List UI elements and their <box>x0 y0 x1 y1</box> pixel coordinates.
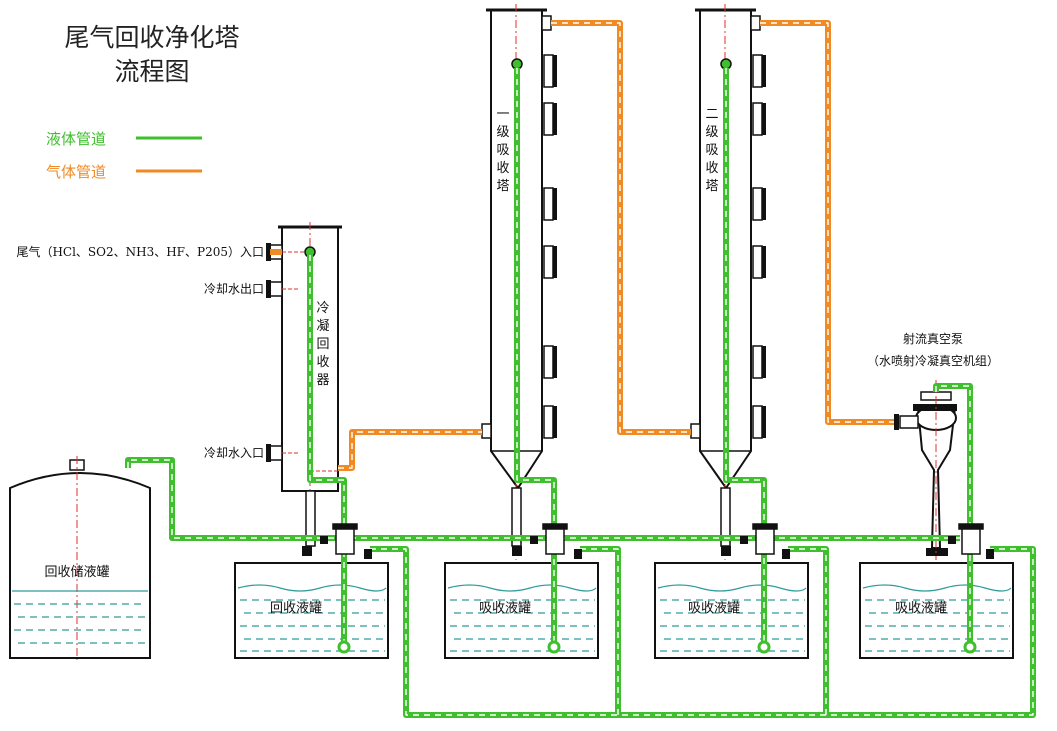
absorption-tank-2: 吸收液罐 <box>654 562 809 659</box>
recovery-liquid-tank: 回收液罐 <box>234 562 389 659</box>
recovery-storage-tank: 回收储液罐 <box>9 456 151 660</box>
tank-abs2-label: 吸收液罐 <box>688 601 740 616</box>
svg-text:回: 回 <box>316 337 329 352</box>
svg-text:凝: 凝 <box>316 318 329 334</box>
svg-text:吸: 吸 <box>705 143 718 158</box>
legend-gas-label: 气体管道 <box>46 163 106 181</box>
jet-vacuum-pump <box>894 380 957 560</box>
circulation-pumps <box>332 523 984 555</box>
svg-text:器: 器 <box>316 373 329 388</box>
pipe-valves <box>302 536 994 559</box>
gas-pipe-network <box>270 20 894 471</box>
svg-text:收: 收 <box>705 161 718 176</box>
tower2-vertical-label: 二 级 吸 收 塔 <box>705 107 718 194</box>
tank-recovery-label: 回收液罐 <box>270 601 322 616</box>
pump-label-line1: 射流真空泵 <box>903 331 963 346</box>
condenser-vertical-label: 冷 凝 回 收 器 <box>316 301 329 388</box>
svg-text:级: 级 <box>496 125 509 140</box>
tank-abs3-label: 吸收液罐 <box>895 601 947 616</box>
svg-text:塔: 塔 <box>496 179 509 194</box>
inlet-label: 尾气（HCl、SO2、NH3、HF、P205）入口 <box>16 244 264 259</box>
storage-tank-label: 回收储液罐 <box>44 565 109 580</box>
pump-label-line2: （水喷射冷凝真空机组） <box>867 353 999 368</box>
title-line2: 流程图 <box>114 57 189 86</box>
cooling-water-in-label: 冷却水入口 <box>204 446 264 460</box>
legend-liquid-label: 液体管道 <box>46 130 106 148</box>
svg-text:收: 收 <box>496 161 509 176</box>
svg-text:塔: 塔 <box>705 179 718 194</box>
svg-text:收: 收 <box>316 355 329 370</box>
tank-abs1-label: 吸收液罐 <box>479 601 531 616</box>
liquid-pipe-network <box>125 68 1036 718</box>
absorption-tank-3: 吸收液罐 <box>859 562 1014 659</box>
svg-text:级: 级 <box>705 125 718 140</box>
title-line1: 尾气回收净化塔 <box>64 23 239 52</box>
cooling-water-out-label: 冷却水出口 <box>204 282 264 296</box>
svg-text:吸: 吸 <box>496 143 509 158</box>
absorption-tank-1: 吸收液罐 <box>444 562 599 659</box>
svg-text:一: 一 <box>496 107 509 122</box>
svg-text:冷: 冷 <box>316 301 329 316</box>
svg-text:二: 二 <box>705 107 718 122</box>
tower1-vertical-label: 一 级 吸 收 塔 <box>496 107 509 194</box>
condenser-recovery-unit: 冷 凝 回 收 器 <box>266 222 342 547</box>
